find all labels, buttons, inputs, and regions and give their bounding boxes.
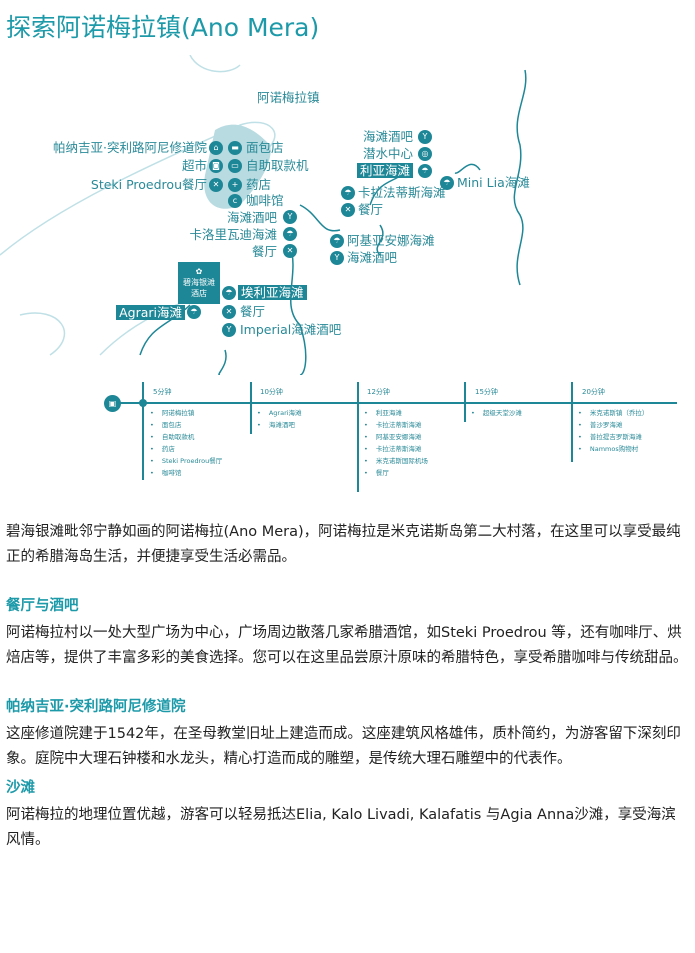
umbrella-icon: ☂ [187, 305, 201, 319]
map-label-agia-anna-bar: 海滩酒吧 [347, 250, 398, 265]
diving-icon: ◎ [418, 147, 432, 161]
map-label-steki: Steki Proedrou餐厅 [90, 177, 207, 192]
timeline-item: 米克诺斯镇（乔拉） [578, 407, 649, 419]
timeline-item: Steki Proedrou餐厅 [150, 455, 222, 467]
timeline-item: 自助取款机 [150, 431, 222, 443]
umbrella-icon: ☂ [440, 176, 454, 190]
timeline-item: 阿基亚安娜海滩 [364, 431, 428, 443]
section-heading-dining: 餐厅与酒吧 [6, 598, 79, 614]
timeline-item: 咖啡馆 [150, 467, 222, 479]
timeline-item: 餐厅 [364, 467, 428, 479]
church-icon: ⌂ [209, 141, 223, 155]
cutlery-icon: ✕ [283, 244, 297, 258]
map-label-kalafatis: 卡拉法蒂斯海滩 [358, 185, 446, 200]
timeline-tick [571, 382, 573, 462]
cutlery-icon: ✕ [222, 305, 236, 319]
timeline-item: 普拉提吉罗斯海滩 [578, 431, 648, 443]
timeline-item: 面包店 [150, 419, 222, 431]
map-label-kalo-livadi: 卡洛里瓦迪海滩 [189, 227, 277, 242]
map-label-lia-bar: 海滩酒吧 [362, 129, 413, 144]
timeline-item: Agrari海滩 [257, 407, 302, 419]
timeline-item: 普沙罗海滩 [578, 419, 648, 431]
section-text-dining: 阿诺梅拉村以一处大型广场为中心，广场周边散落几家希腊酒馆，如Steki Proe… [6, 625, 688, 666]
timeline-axis [112, 402, 677, 404]
logo-text: 碧海银滩 [183, 278, 215, 287]
section-text-beaches: 阿诺梅拉的地理位置优越，游客可以轻易抵达Elia, Kalo Livadi, K… [6, 807, 676, 848]
timeline-item: Nammos购物村 [578, 443, 648, 455]
article-body: 碧海银滩毗邻宁静如画的阿诺梅拉(Ano Mera)，阿诺梅拉是米克诺斯岛第二大村… [6, 520, 690, 863]
timeline-item: 药店 [150, 443, 222, 455]
map-label-agrari: Agrari海滩 [116, 305, 185, 320]
cocktail-icon: Y [222, 323, 236, 337]
timeline-group-12min: 利亚海滩 卡拉法蒂斯海滩 阿基亚安娜海滩 卡拉法蒂斯海滩 米克诺斯国际机场 餐厅 [364, 407, 428, 479]
umbrella-icon: ☂ [341, 186, 355, 200]
umbrella-icon: ☂ [330, 234, 344, 248]
timeline-group-20min: 米克诺斯镇（乔拉） 普沙罗海滩 普拉提吉罗斯海滩 Nammos购物村 [578, 407, 649, 455]
map-label-bakery: 面包店 [246, 140, 284, 155]
timeline-tick [142, 382, 144, 480]
cocktail-icon: Y [418, 130, 432, 144]
map-label-pharmacy: 药店 [246, 177, 272, 192]
umbrella-icon: ☂ [283, 227, 297, 241]
map-label-kalo-restaurant: 餐厅 [251, 244, 277, 259]
map-label-monastery: 帕纳吉亚·突利路阿尼修道院 [53, 140, 207, 155]
logo-flower-icon: ✿ [195, 267, 203, 276]
map-label-diving: 潜水中心 [362, 146, 413, 161]
umbrella-icon: ☂ [418, 164, 432, 178]
map-label-lia: 利亚海滩 [356, 163, 413, 178]
timeline-tick [250, 382, 252, 434]
section-heading-beaches: 沙滩 [6, 780, 35, 796]
timeline-item: 超级天堂沙滩 [471, 407, 522, 419]
cart-icon: ◙ [209, 159, 223, 173]
page-title: 探索阿诺梅拉镇(Ano Mera) [6, 13, 320, 42]
map-label-kalo-bar: 海滩酒吧 [226, 210, 277, 225]
timeline-item: 卡拉法蒂斯海滩 [364, 419, 428, 431]
map-label-atm: 自助取款机 [246, 158, 309, 173]
map-label-imperial: Imperial海滩酒吧 [240, 322, 342, 337]
coffee-icon: c [228, 194, 242, 208]
timeline-item: 利亚海滩 [364, 407, 428, 419]
timeline-item: 卡拉法蒂斯海滩 [364, 443, 428, 455]
timeline-tick [357, 382, 359, 492]
bread-icon: ▬ [228, 141, 242, 155]
section-heading-monastery: 帕纳吉亚·突利路阿尼修道院 [6, 699, 186, 715]
intro-paragraph: 碧海银滩毗邻宁静如画的阿诺梅拉(Ano Mera)，阿诺梅拉是米克诺斯岛第二大村… [6, 524, 681, 565]
cocktail-icon: Y [330, 251, 344, 265]
timeline-time: 10分钟 [260, 388, 283, 396]
timeline-tick [464, 382, 466, 422]
map-label-mini-lia: Mini Lia海滩 [457, 175, 530, 190]
timeline-time: 5分钟 [153, 388, 172, 396]
car-icon: ▣ [104, 395, 121, 412]
cocktail-icon: Y [283, 210, 297, 224]
timeline-group-15min: 超级天堂沙滩 [471, 407, 522, 419]
timeline-time: 20分钟 [582, 388, 605, 396]
timeline-group-10min: Agrari海滩 海滩酒吧 [257, 407, 302, 431]
timeline-time: 12分钟 [367, 388, 390, 396]
timeline-item: 阿诺梅拉镇 [150, 407, 222, 419]
section-text-monastery: 这座修道院建于1542年，在圣母教堂旧址上建造而成。这座建筑风格雄伟，质朴简约，… [6, 726, 681, 767]
timeline-time: 15分钟 [475, 388, 498, 396]
map-label-town: 阿诺梅拉镇 [257, 90, 320, 105]
map-label-agia-anna: 阿基亚安娜海滩 [347, 233, 435, 248]
map-label-cafe: 咖啡馆 [246, 193, 284, 208]
atm-icon: ▭ [228, 159, 242, 173]
timeline-group-5min: 阿诺梅拉镇 面包店 自助取款机 药店 Steki Proedrou餐厅 咖啡馆 [150, 407, 222, 479]
cutlery-icon: ✕ [341, 203, 355, 217]
map-label-kalafatis-restaurant: 餐厅 [358, 202, 384, 217]
map-label-elia-restaurant: 餐厅 [240, 304, 266, 319]
logo-subtext: 酒店 [191, 289, 207, 298]
cutlery-icon: ✕ [209, 178, 223, 192]
hotel-logo: ✿ 碧海银滩酒店 [178, 262, 220, 304]
umbrella-icon: ☂ [222, 286, 236, 300]
map-label-elia: 埃利亚海滩 [238, 285, 307, 300]
map-label-supermarket: 超市 [181, 158, 207, 173]
pharmacy-icon: + [228, 178, 242, 192]
timeline-item: 米克诺斯国际机场 [364, 455, 428, 467]
timeline-item: 海滩酒吧 [257, 419, 302, 431]
